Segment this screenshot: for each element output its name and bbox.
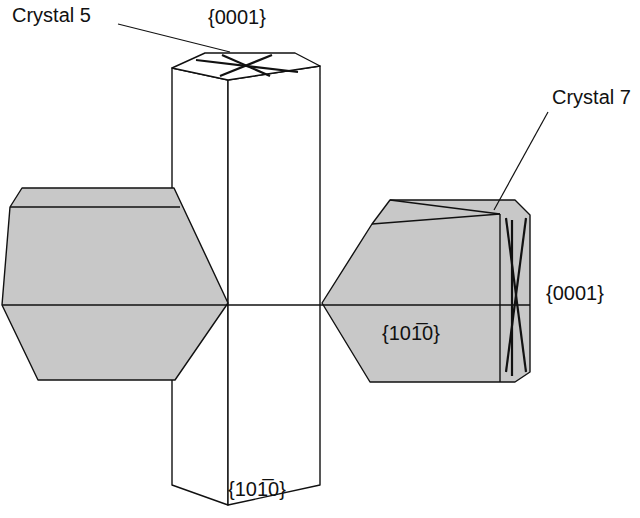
face-mark bbox=[220, 55, 272, 76]
face-label: {101̅0} bbox=[228, 478, 286, 500]
face-mark bbox=[506, 218, 526, 372]
face-label: {0001} bbox=[208, 6, 266, 28]
edge-line bbox=[2, 304, 228, 305]
leader-line bbox=[494, 112, 548, 210]
face-mark bbox=[511, 220, 513, 376]
edge-line bbox=[322, 304, 530, 305]
basal-face bbox=[172, 53, 320, 80]
crystal-label: Crystal 7 bbox=[552, 86, 631, 108]
edge-line bbox=[390, 200, 500, 214]
twin-crystal bbox=[322, 200, 530, 382]
crystal-label: Crystal 5 bbox=[12, 4, 91, 26]
edge-line bbox=[372, 214, 500, 224]
twin-crystal bbox=[2, 188, 228, 380]
leader-line bbox=[118, 24, 230, 52]
face-mark bbox=[506, 218, 526, 372]
prism-face bbox=[228, 66, 320, 505]
face-label: {101̅0} bbox=[382, 322, 440, 344]
edge-line bbox=[499, 214, 500, 382]
edge-line bbox=[228, 304, 322, 305]
face-label: {0001} bbox=[546, 282, 604, 304]
edge-line bbox=[10, 206, 180, 207]
